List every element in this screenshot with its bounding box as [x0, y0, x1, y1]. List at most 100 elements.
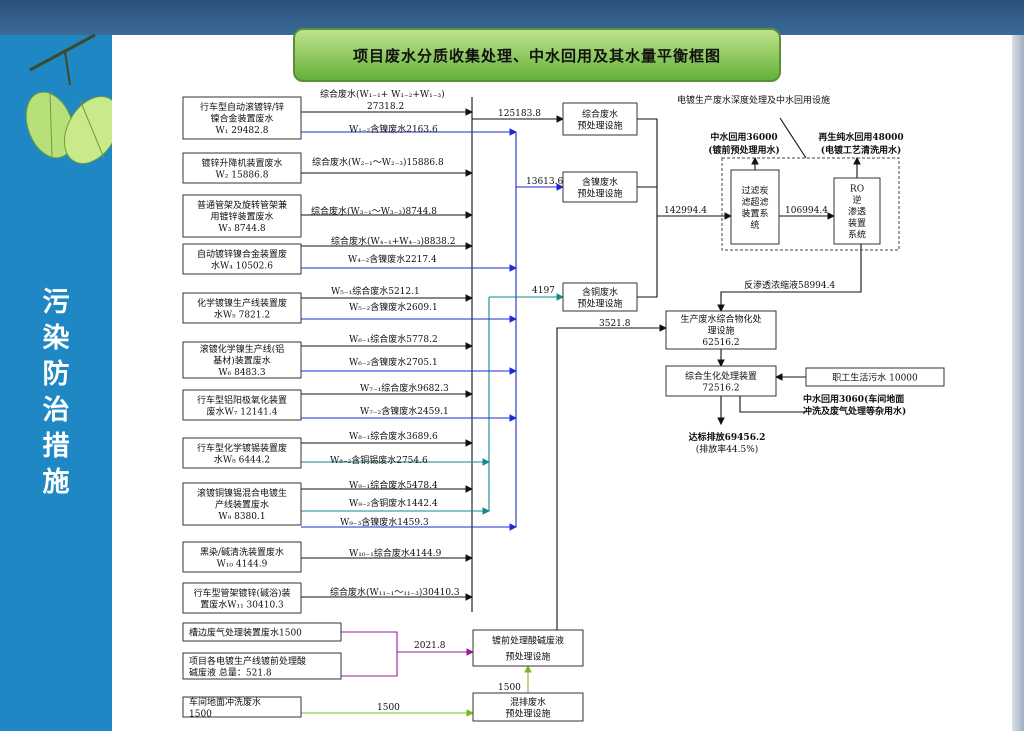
flow-label: W₉₋₁综合废水5478.4 [349, 479, 438, 491]
physchem-box-text: 62516.2 [702, 338, 739, 348]
sidebar-char: 污 [42, 287, 70, 318]
acid-pretreatment-box-text: 预处理设施 [505, 651, 550, 663]
discharge-note: 达标排放69456.2 [689, 431, 766, 443]
flow-value: 2021.8 [414, 641, 446, 651]
source-box-text: W₂ 15886.8 [216, 170, 269, 180]
source-box-text: 水W₈ 6444.2 [214, 453, 270, 465]
reuse-note: 冲洗及废气处理等杂用水) [803, 405, 906, 417]
flow-label: W₆₋₂含镍废水2705.1 [349, 356, 438, 368]
reuse-note: 中水回用3060(车间地面 [803, 393, 904, 405]
source-box-text: 置废水W₁₁ 30410.3 [200, 598, 284, 610]
flow-label: W₁₋₂含镍废水2163.6 [349, 123, 438, 135]
source-box-text: 水W₅ 7821.2 [214, 308, 270, 320]
ro-box-text: 逆 [852, 194, 861, 206]
flow-value: 142994.4 [664, 206, 707, 216]
source-box-text: 化学镀镍生产线装置废 [197, 297, 287, 309]
reuse-note: (电镀工艺清洗用水) [821, 144, 902, 156]
flow-label: W₅₋₂含镍废水2609.1 [349, 301, 438, 313]
mixed-pretreatment-box-text: 混排废水 [510, 696, 546, 708]
merge-line [637, 118, 658, 298]
source-box-text: 槽边废气处理装置废水1500 [189, 627, 302, 639]
flow-value: 反渗透浓缩液58994.4 [744, 279, 835, 291]
page-title: 项目废水分质收集处理、中水回用及其水量平衡框图 [293, 28, 781, 82]
biochem-box-text: 综合生化处理装置 [685, 370, 757, 382]
acid-pretreatment-box [472, 629, 584, 667]
source-box-text: 自动镀锌镍合金装置废 [197, 248, 287, 260]
source-box [182, 341, 302, 379]
ro-box [833, 177, 881, 245]
source-box-text: 普通管架及旋转管架兼 [197, 199, 287, 211]
filter-box-text: 统 [750, 219, 759, 231]
ro-box-text: RO [850, 185, 864, 195]
ro-box-text: 渗透 [848, 206, 866, 218]
right-edge [1012, 35, 1024, 731]
biochem-box [665, 365, 777, 397]
source-box [182, 541, 302, 573]
ro-box-text: 系统 [848, 229, 866, 241]
reuse-note: 中水回用36000 [710, 131, 777, 143]
ro-box-text: 装置 [848, 217, 866, 229]
source-box [182, 96, 302, 140]
biochem-box-text: 72516.2 [702, 383, 739, 393]
advanced-facility-note: 电镀生产废水深度处理及中水回用设施 [677, 94, 830, 106]
flow-label: W₈₋₁综合废水3689.6 [349, 430, 438, 442]
physchem-box-text: 生产废水综合物化处 [680, 313, 761, 325]
combined-pretreatment-box-text: 综合废水 [582, 108, 618, 120]
flow-label: 综合废水(W₁₋₁+ W₁₋₂+W₁₋₃) [320, 88, 445, 100]
flow-label: W₇₋₂含镍废水2459.1 [360, 405, 449, 417]
source-box-text: 滚镀铜镍锡混合电镀生 [197, 487, 287, 499]
copper-pretreatment-box [562, 282, 638, 312]
flow-label: 综合废水(W₄₋₁+W₄₋₃)8838.2 [331, 235, 456, 247]
flow-label: W₅₋₁综合废水5212.1 [331, 285, 420, 297]
filter-box-text: 装置系 [741, 207, 768, 219]
flow-value: 1500 [498, 683, 521, 693]
source-box [182, 243, 302, 275]
source-box-text: W₃ 8744.8 [218, 224, 265, 234]
source-box-text: 行车型管架镀锌(碱浴)装 [193, 587, 290, 599]
sidebar-char: 治 [42, 395, 70, 426]
source-box [182, 152, 302, 184]
copper-pretreatment-box-text: 含铜废水 [582, 286, 618, 298]
leaf-decoration-icon [25, 33, 112, 164]
flow-value: 4197 [532, 286, 555, 296]
flow-label: W₉₋₂含铜废水1442.4 [349, 497, 438, 509]
source-box-text: 基材)装置废水 [213, 355, 271, 367]
mixed-pretreatment-box-text: 预处理设施 [505, 707, 550, 719]
flow-label: W₈₋₂含铜锡废水2754.6 [330, 454, 428, 466]
source-box-text: W₁ 29482.8 [216, 126, 269, 136]
source-box [182, 652, 342, 680]
flow-label: 综合废水(W₁₁₋₁～₁₁₋₃)30410.3 [330, 586, 460, 598]
physchem-box [665, 310, 777, 350]
source-box-text: 行车型化学镀锡装置废 [197, 442, 287, 454]
acid-to-physchem-line [556, 324, 668, 630]
copper-pretreatment-box-text: 预处理设施 [577, 297, 622, 309]
note-pointer [779, 117, 807, 159]
acid-pretreatment-box-text: 镀前处理酸碱废液 [492, 635, 564, 647]
source-box [182, 582, 302, 614]
nickel-pretreatment-box-text: 含镍废水 [582, 176, 618, 188]
flow-label: W₁₀₋₁综合废水4144.9 [349, 547, 442, 559]
source-box-text: 镀锌升降机装置废水 [201, 157, 282, 169]
source-box [182, 194, 302, 238]
sidebar-char: 措 [42, 431, 70, 462]
flow-label: 27318.2 [367, 102, 404, 112]
flow-value: 13613.6 [526, 177, 563, 187]
source-box-text: 废水W₇ 12141.4 [207, 405, 278, 417]
source-box [182, 696, 302, 718]
filter-box-text: 滤超滤 [741, 196, 768, 208]
source-box-text: 镍合金装置废水 [210, 113, 273, 125]
flow-label: W₆₋₁综合废水5778.2 [349, 333, 438, 345]
source-box-text: W₁₀ 4144.9 [217, 559, 268, 569]
acid-merge-line [341, 631, 398, 677]
source-box-text: 产线装置废水 [215, 499, 269, 511]
source-box-text: 黑染/碱清洗装置废水 [200, 546, 284, 558]
source-box-text: 用镀锌装置废水 [210, 211, 273, 223]
sidebar-title: 污 染 防 治 措 施 [38, 285, 74, 501]
flow-value: 3521.8 [599, 319, 631, 329]
flow-value: 106994.4 [785, 206, 828, 216]
source-box-text: W₆ 8483.3 [218, 368, 265, 378]
source-box-text: 车间地面冲洗废水 [189, 696, 261, 708]
sidebar-char: 施 [42, 467, 70, 498]
source-box-text: 项目各电镀生产线镀前处理酸 [189, 655, 306, 667]
